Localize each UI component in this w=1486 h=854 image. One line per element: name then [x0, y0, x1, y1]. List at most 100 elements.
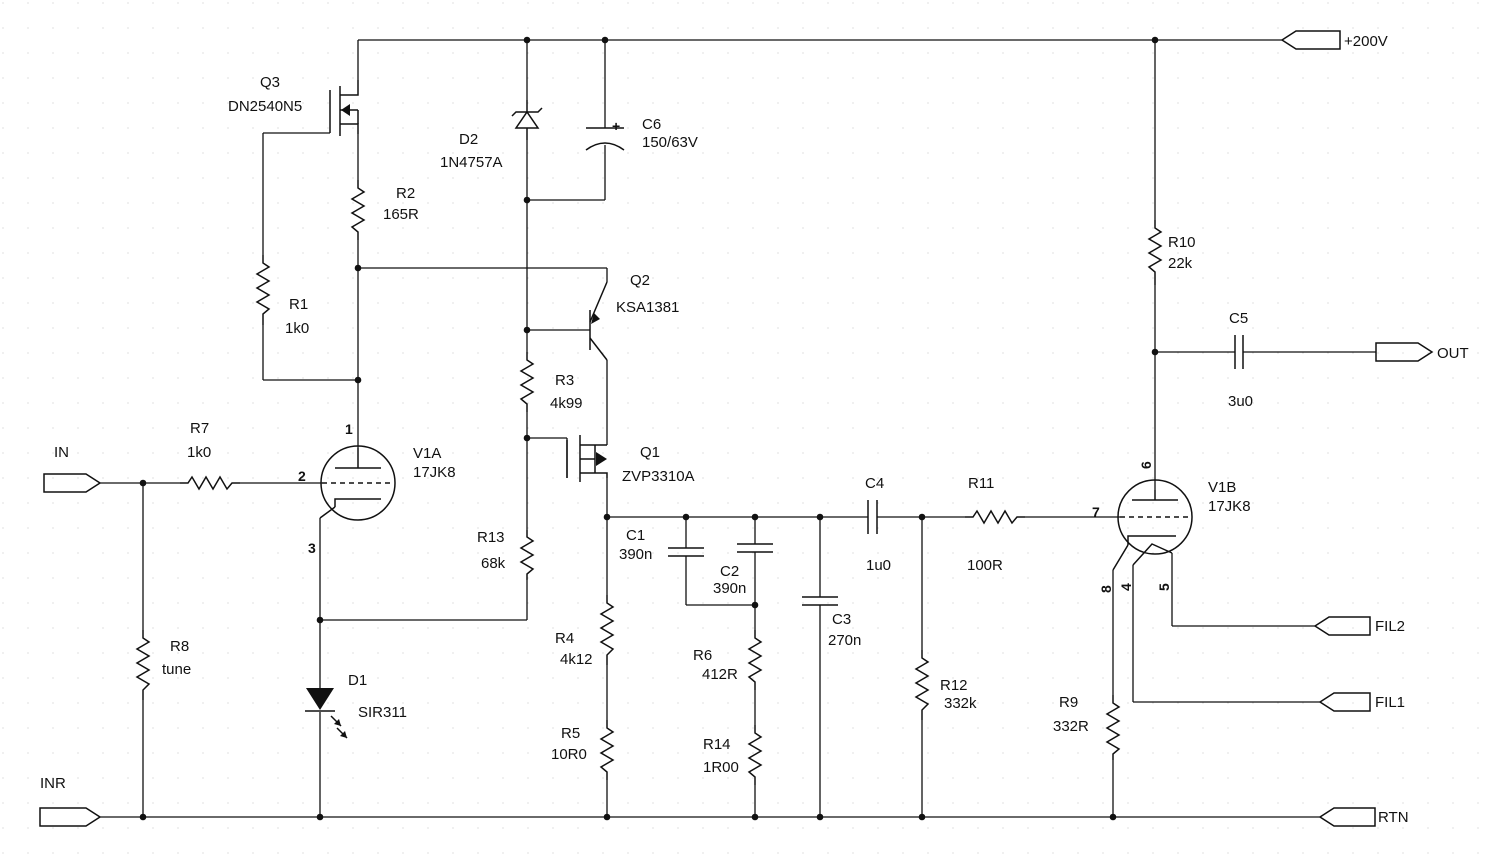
port-in-label: IN	[54, 444, 69, 461]
r10-value: 22k	[1168, 255, 1193, 272]
junction-dots	[139, 36, 1159, 821]
resistor-r8: R8 tune	[135, 630, 191, 700]
capacitor-c2: C2 390n	[713, 543, 773, 597]
zener-diode-d2: D2 1N4757A	[440, 100, 543, 171]
c1-value: 390n	[619, 546, 652, 563]
q1-value: ZVP3310A	[622, 468, 695, 485]
port-in: IN	[43, 444, 102, 493]
resistor-r2: R2 165R	[350, 180, 419, 240]
resistor-r9: R9 332R	[1053, 694, 1121, 760]
c4-value: 1u0	[866, 557, 891, 574]
c1-ref: C1	[626, 527, 645, 544]
d2-value: 1N4757A	[440, 154, 503, 171]
port-rtn: RTN	[1318, 807, 1409, 827]
resistor-r14: R14 1R00	[703, 725, 763, 785]
r12-value: 332k	[944, 695, 977, 712]
v1b-pin-heater-a: 4	[1118, 583, 1134, 591]
q3-value: DN2540N5	[228, 98, 302, 115]
c6-value: 150/63V	[642, 134, 698, 151]
c6-ref: C6	[642, 116, 661, 133]
r13-value: 68k	[481, 555, 506, 572]
r1-ref: R1	[289, 296, 308, 313]
capacitor-c6: + C6 150/63V	[585, 116, 698, 151]
port-fil2-label: FIL2	[1375, 618, 1405, 635]
tube-v1b: 6 7 8 4 5 V1B 17JK8	[1092, 461, 1251, 593]
v1b-pin-cathode: 8	[1098, 585, 1114, 593]
v1b-value: 17JK8	[1208, 498, 1251, 515]
tube-v1a: 1 2 3 V1A 17JK8	[298, 421, 456, 556]
c6-polarity: +	[612, 118, 620, 134]
v1a-pin-cathode: 3	[308, 540, 316, 556]
port-out-label: OUT	[1437, 345, 1469, 362]
r6-ref: R6	[693, 647, 712, 664]
resistor-r7: R7 1k0	[180, 420, 240, 491]
r14-ref: R14	[703, 736, 731, 753]
resistor-r11: R11 100R	[965, 475, 1025, 574]
c3-value: 270n	[828, 632, 861, 649]
v1b-pin-heater-b: 5	[1156, 583, 1172, 591]
v1b-ref: V1B	[1208, 479, 1236, 496]
v1a-pin-plate: 1	[345, 421, 353, 437]
r1-value: 1k0	[285, 320, 309, 337]
resistor-r5: R5 10R0	[551, 720, 615, 780]
port-inr-label: INR	[40, 775, 66, 792]
resistor-r4: R4 4k12	[555, 595, 615, 668]
resistor-r10: R10 22k	[1147, 220, 1196, 285]
r2-ref: R2	[396, 185, 415, 202]
r4-value: 4k12	[560, 651, 593, 668]
q1-ref: Q1	[640, 444, 660, 461]
r11-value: 100R	[967, 557, 1003, 574]
r7-ref: R7	[190, 420, 209, 437]
q3-ref: Q3	[260, 74, 280, 91]
r12-ref: R12	[940, 677, 968, 694]
r6-value: 412R	[702, 666, 738, 683]
v1a-pin-grid: 2	[298, 468, 306, 484]
r5-value: 10R0	[551, 746, 587, 763]
r3-ref: R3	[555, 372, 574, 389]
v1a-ref: V1A	[413, 445, 441, 462]
c2-ref: C2	[720, 563, 739, 580]
resistor-r13: R13 68k	[477, 529, 535, 580]
r9-value: 332R	[1053, 718, 1089, 735]
port-v200-label: +200V	[1344, 33, 1388, 50]
r3-value: 4k99	[550, 395, 583, 412]
resistor-r3: R3 4k99	[519, 352, 583, 412]
v1b-pin-plate: 6	[1138, 461, 1154, 469]
r8-ref: R8	[170, 638, 189, 655]
bjt-q2: Q2 KSA1381	[589, 272, 679, 361]
mosfet-q1: Q1 ZVP3310A	[566, 435, 695, 485]
port-fil2: FIL2	[1313, 616, 1405, 636]
c4-ref: C4	[865, 475, 884, 492]
r8-value: tune	[162, 661, 191, 678]
port-rtn-label: RTN	[1378, 809, 1409, 826]
resistor-r12: R12 332k	[914, 650, 977, 720]
d1-ref: D1	[348, 672, 367, 689]
port-v200: +200V	[1280, 30, 1388, 50]
r14-value: 1R00	[703, 759, 739, 776]
capacitor-c5: C5 3u0	[1228, 310, 1253, 410]
r7-value: 1k0	[187, 444, 211, 461]
resistor-r6: R6 412R	[693, 630, 763, 690]
r4-ref: R4	[555, 630, 574, 647]
mosfet-q3: Q3 DN2540N5	[228, 74, 359, 136]
d2-ref: D2	[459, 131, 478, 148]
wires	[100, 39, 1376, 818]
led-d1: D1 SIR311	[305, 672, 407, 739]
capacitor-c1: C1 390n	[619, 527, 704, 563]
r2-value: 165R	[383, 206, 419, 223]
c2-value: 390n	[713, 580, 746, 597]
c3-ref: C3	[832, 611, 851, 628]
r5-ref: R5	[561, 725, 580, 742]
r10-ref: R10	[1168, 234, 1196, 251]
r11-ref: R11	[968, 475, 994, 492]
port-out: OUT	[1375, 342, 1469, 362]
port-fil1: FIL1	[1318, 692, 1405, 712]
d1-value: SIR311	[358, 704, 407, 721]
port-fil1-label: FIL1	[1375, 694, 1405, 711]
c5-value: 3u0	[1228, 393, 1253, 410]
capacitor-c4: C4 1u0	[865, 475, 891, 574]
v1a-value: 17JK8	[413, 464, 456, 481]
r9-ref: R9	[1059, 694, 1078, 711]
